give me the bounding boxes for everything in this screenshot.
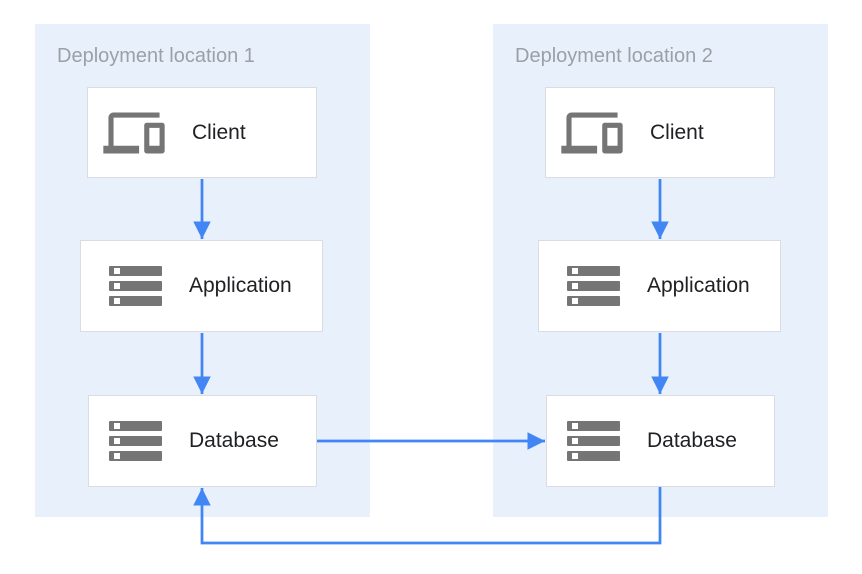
deployment-panel-2: Deployment location 2 Client A [493, 24, 828, 517]
server-stack-icon [107, 421, 163, 461]
node-application-2: Application [538, 240, 781, 332]
node-label: Client [192, 120, 246, 144]
node-label: Application [647, 274, 750, 297]
server-stack-icon [565, 266, 621, 306]
panel-title: Deployment location 2 [515, 45, 713, 67]
node-label: Client [650, 120, 704, 144]
deployment-panel-1: Deployment location 1 Client A [35, 24, 370, 517]
node-database-2: Database [546, 395, 775, 487]
node-label: Application [189, 274, 292, 297]
devices-icon [560, 110, 624, 156]
server-stack-icon [107, 266, 163, 306]
panel-title: Deployment location 1 [57, 45, 255, 67]
node-client-1: Client [87, 87, 317, 178]
devices-icon [102, 110, 166, 156]
node-application-1: Application [80, 240, 323, 332]
node-label: Database [189, 429, 279, 452]
server-stack-icon [565, 421, 621, 461]
node-client-2: Client [545, 87, 775, 178]
node-label: Database [647, 429, 737, 452]
node-database-1: Database [88, 395, 317, 487]
